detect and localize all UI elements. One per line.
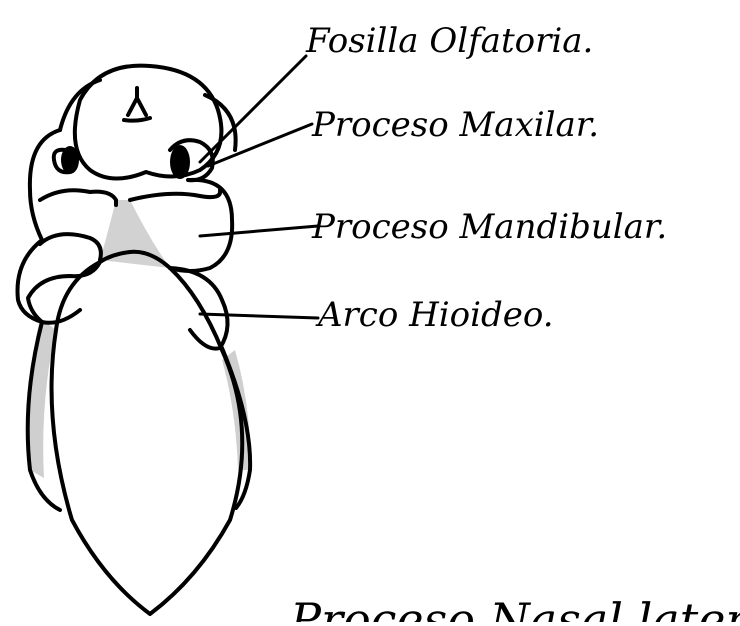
maxillary-process <box>40 190 116 205</box>
nasal-y-mark <box>124 88 150 121</box>
label-proceso-mandibular: Proceso Mandibular. <box>311 207 667 247</box>
leader-mandibular <box>200 226 318 236</box>
stippled-side-right <box>222 350 250 470</box>
leader-maxilar <box>208 124 312 166</box>
label-proceso-maxilar: Proceso Maxilar. <box>311 105 599 145</box>
label-arco-hioideo: Arco Hioideo. <box>315 295 554 335</box>
leader-hioideo <box>200 314 318 318</box>
left-pit-shadow <box>61 146 79 174</box>
label-fosilla-olfatoria: Fosilla Olfatoria. <box>305 21 593 61</box>
maxillary-right <box>130 190 220 200</box>
right-pit-shadow <box>170 145 190 179</box>
label-proceso-nasal-lateral: Proceso Nasal lateral <box>289 593 740 622</box>
body-outline <box>52 252 243 614</box>
mandibular-process-left <box>40 234 101 260</box>
hyoid-arch-right <box>170 268 228 349</box>
